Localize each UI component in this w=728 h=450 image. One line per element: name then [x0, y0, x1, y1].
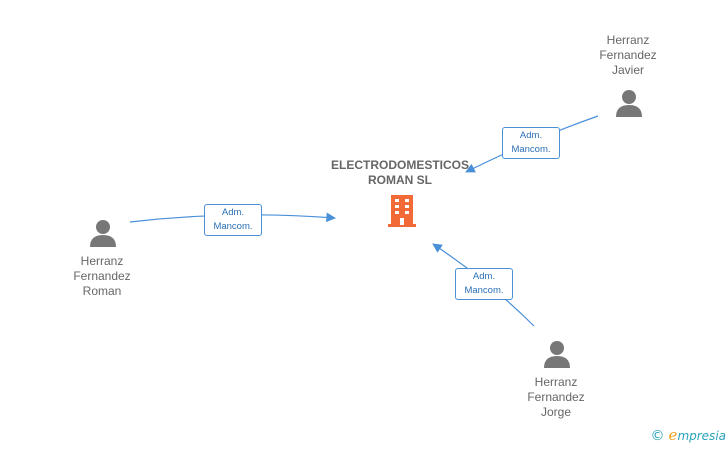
- brand-name: mpresia: [677, 429, 726, 443]
- relation-badge-jorge[interactable]: Adm. Mancom.: [455, 268, 513, 300]
- person-name-javier[interactable]: Herranz Fernandez Javier: [599, 33, 657, 77]
- person-name-jorge[interactable]: Herranz Fernandez Jorge: [527, 375, 585, 419]
- relation-badge-javier[interactable]: Adm. Mancom.: [502, 127, 560, 159]
- empresia-watermark: ©empresia: [651, 426, 726, 444]
- relation-badge-roman[interactable]: Adm. Mancom.: [204, 204, 262, 236]
- person-name-roman[interactable]: Herranz Fernandez Roman: [73, 254, 131, 298]
- person-icon[interactable]: [614, 88, 644, 118]
- company-name-line1: ELECTRODOMESTICOS: [330, 158, 469, 172]
- company-name-line2: ROMAN SL: [368, 173, 432, 187]
- brand-initial: e: [668, 426, 678, 444]
- company-name[interactable]: ELECTRODOMESTICOS ROMAN SL: [318, 158, 482, 188]
- person-icon[interactable]: [88, 218, 118, 248]
- copyright-symbol: ©: [650, 428, 665, 444]
- person-icon[interactable]: [542, 339, 572, 369]
- building-icon[interactable]: [386, 194, 418, 228]
